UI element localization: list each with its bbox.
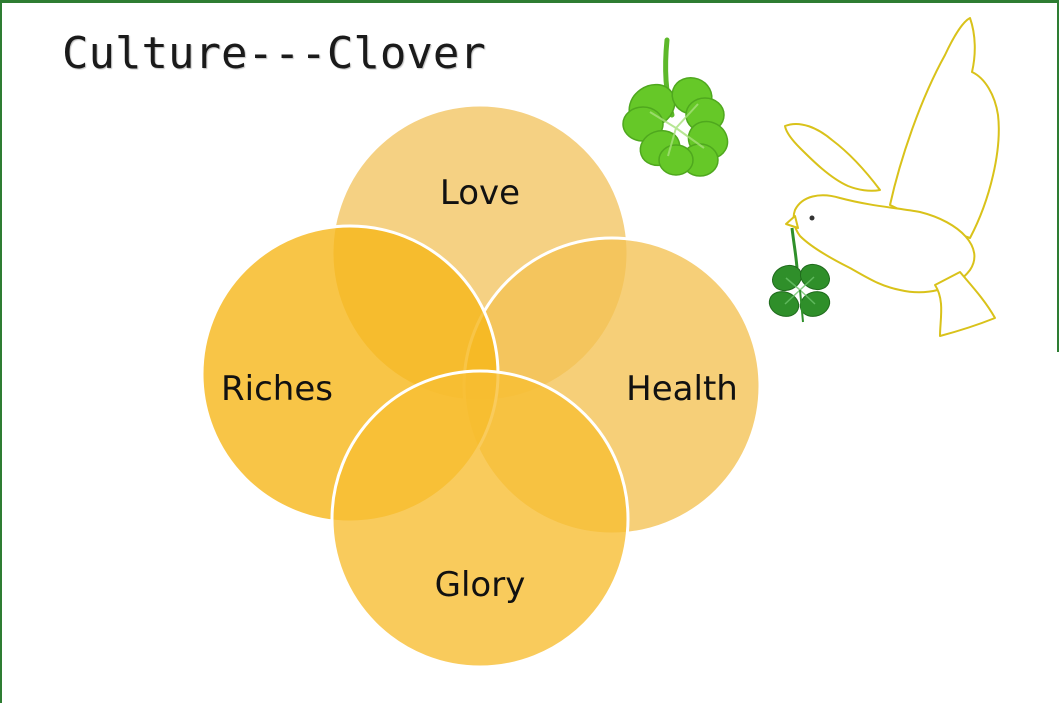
slide-frame-top — [0, 0, 1059, 3]
venn-label-health: Health — [626, 369, 738, 409]
venn-label-love: Love — [440, 173, 520, 213]
dove-icon — [784, 17, 1000, 337]
venn-label-glory: Glory — [435, 565, 526, 605]
slide-frame-right — [1057, 0, 1059, 352]
venn-label-riches: Riches — [221, 369, 333, 409]
venn-circle-glory — [330, 369, 630, 669]
dove-eye-icon — [809, 215, 815, 221]
slide-title: Culture---Clover — [62, 28, 486, 79]
slide-frame-left — [0, 0, 2, 703]
clover-icon — [622, 37, 729, 177]
small-clover-icon — [768, 227, 831, 323]
